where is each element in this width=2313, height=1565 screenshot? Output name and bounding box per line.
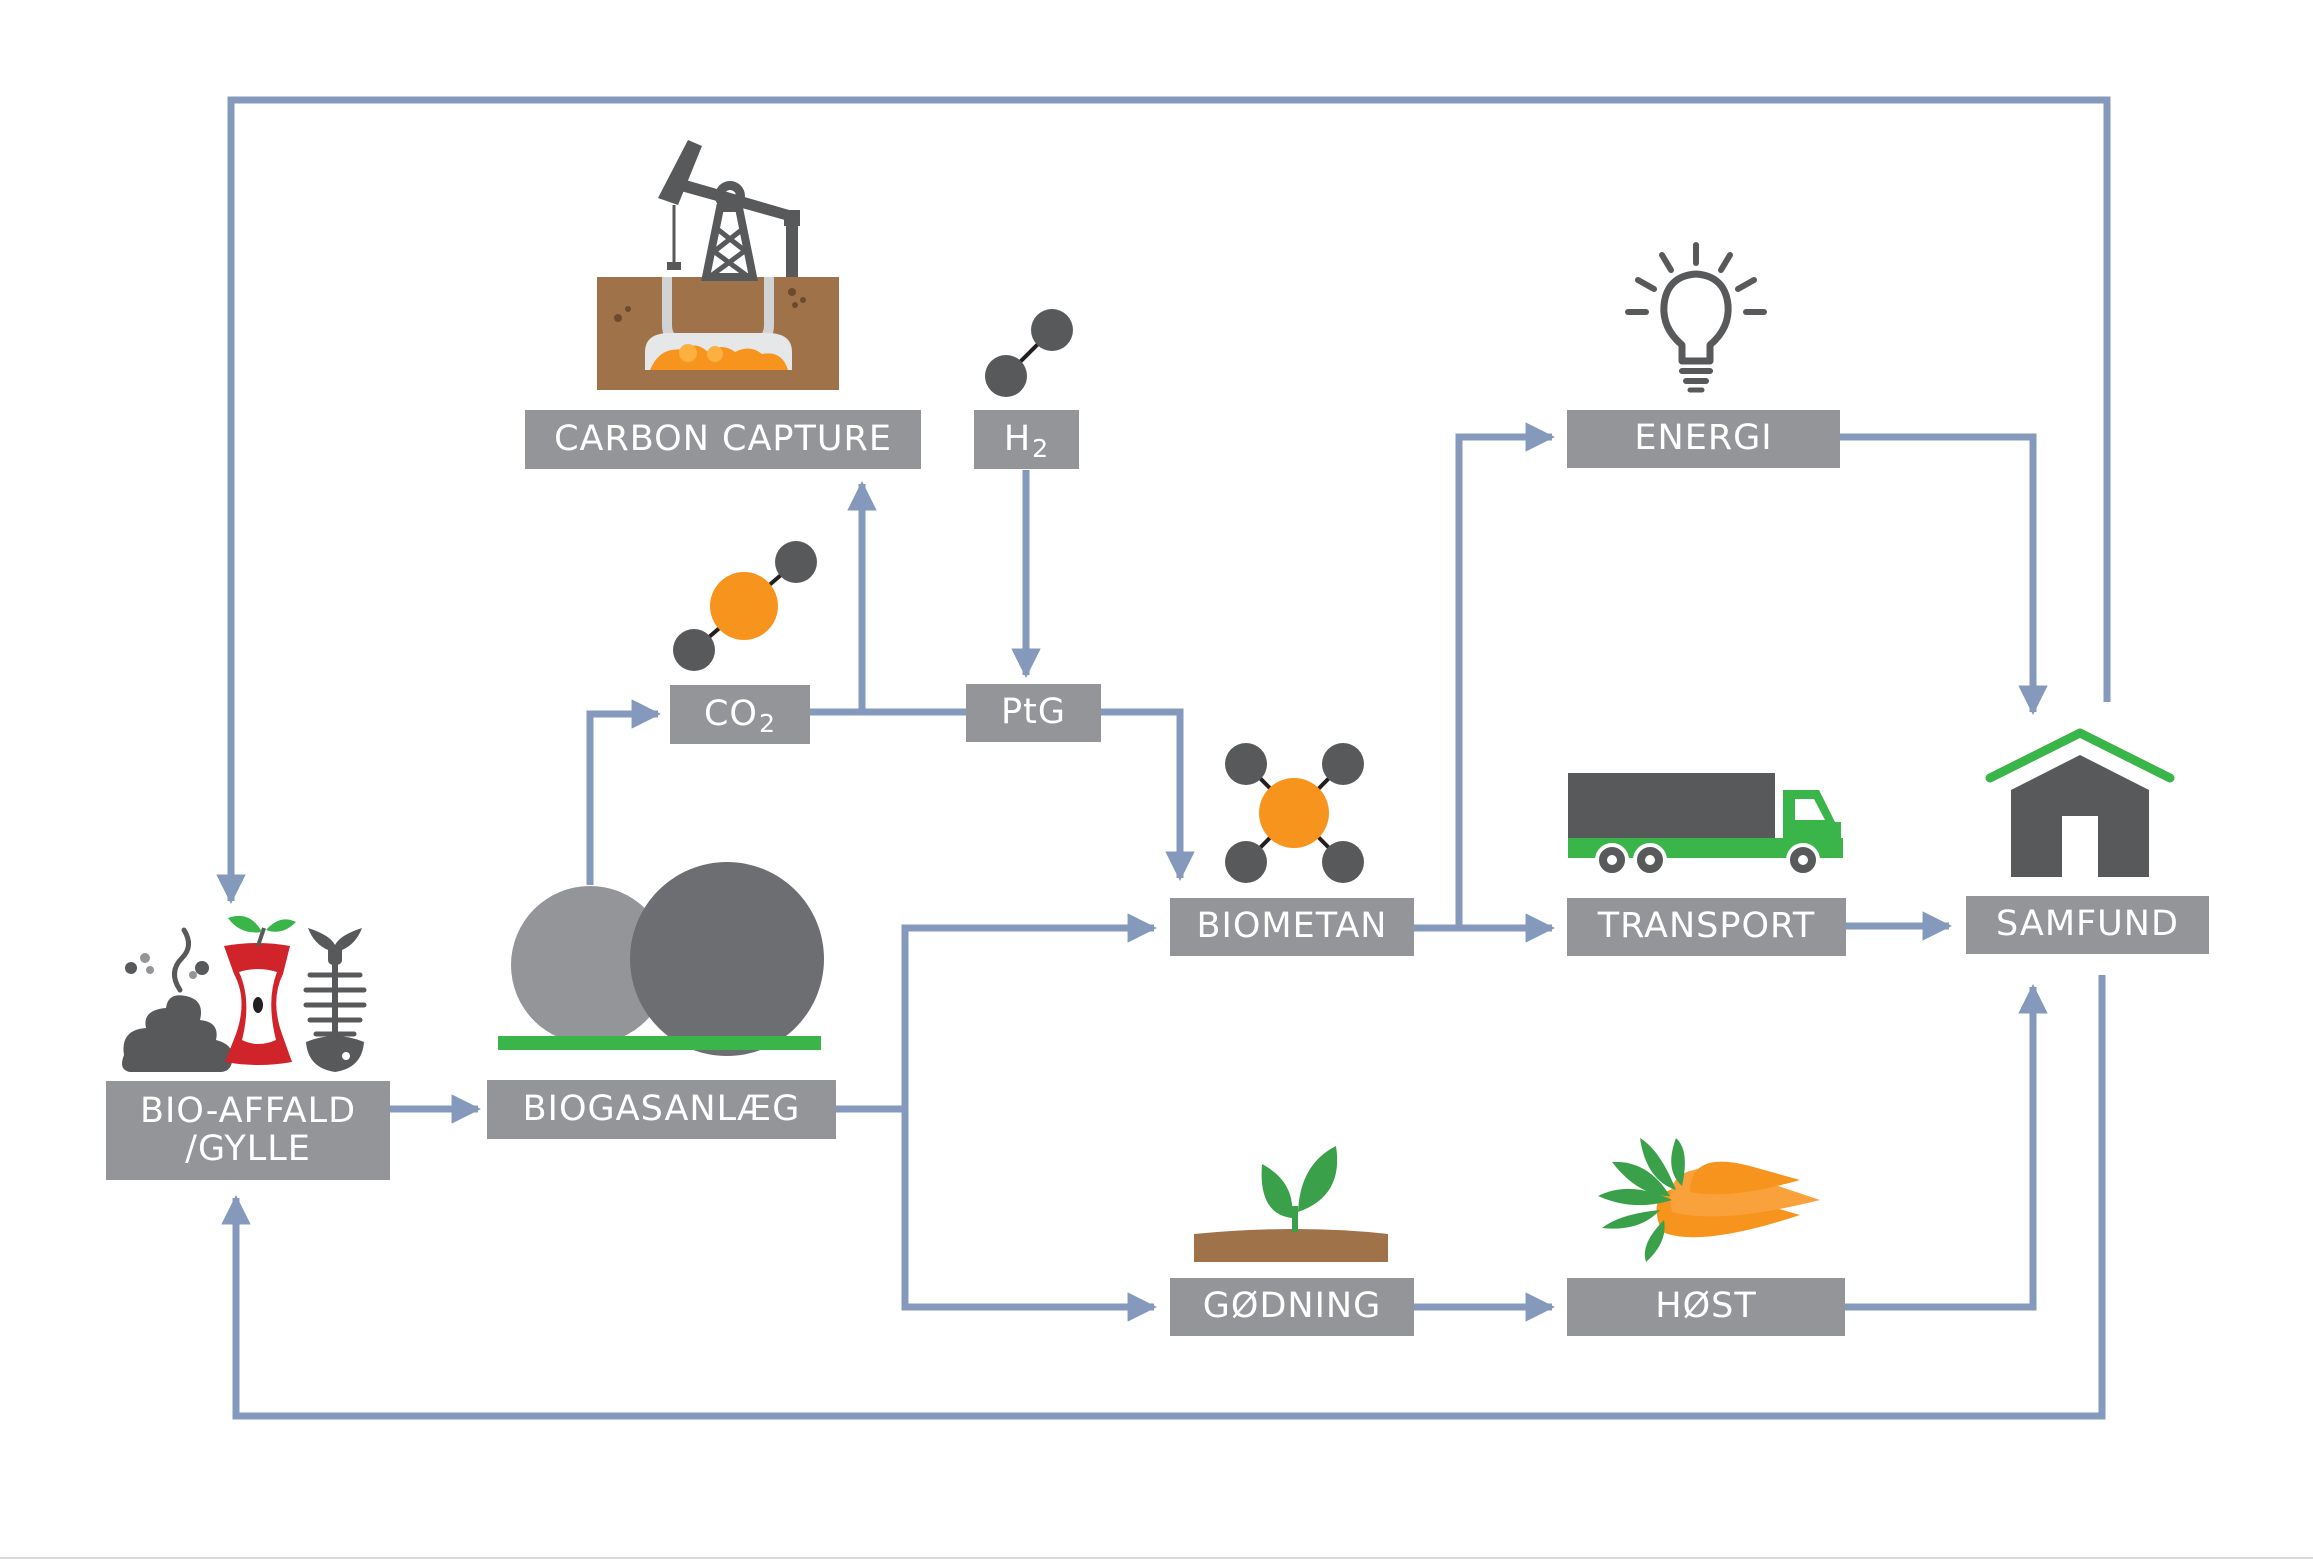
bio-affald-label-line1: BIO-AFFALD [139, 1090, 357, 1131]
host-box: HØST [1567, 1278, 1845, 1336]
bio-affald-label-line2: /GYLLE [185, 1128, 311, 1169]
biogasanlaeg-box: BIOGASANLÆG [487, 1080, 836, 1139]
truck-icon [1568, 773, 1843, 877]
arrow-host-to-samfund [1845, 984, 2048, 1311]
arrow-energi-to-samfund [1840, 433, 2048, 715]
arrow-to-biometan [901, 913, 1157, 1109]
energi-box: ENERGI [1567, 410, 1840, 468]
h2-label: H2 [1003, 418, 1049, 463]
transport-label: TRANSPORT [1597, 906, 1816, 947]
godning-box: GØDNING [1170, 1278, 1414, 1336]
co2-label-base: CO [703, 693, 758, 734]
oil-pump-icon [597, 140, 839, 390]
lightbulb-icon [1625, 242, 1767, 393]
h2-box: H2 [974, 410, 1079, 469]
host-label: HØST [1655, 1286, 1757, 1327]
carbon-capture-label: CARBON CAPTURE [554, 418, 892, 459]
methane-molecule-icon [1225, 743, 1364, 883]
biowaste-icon [122, 915, 367, 1072]
co2-label-subscript: 2 [758, 709, 777, 739]
arrow-ptg-to-biometan [1101, 708, 1195, 881]
energi-label: ENERGI [1634, 418, 1773, 459]
arrow-to-godning [901, 1109, 1157, 1322]
biogasanlaeg-label: BIOGASANLÆG [522, 1088, 801, 1129]
arrow-samfund-to-bioaffald-bottom [221, 975, 2106, 1420]
arrow-biogas-to-co2 [586, 699, 661, 885]
house-icon [1985, 728, 2175, 877]
h2-label-base: H [1003, 418, 1032, 459]
ptg-label: PtG [1001, 692, 1066, 733]
co2-molecule-icon [673, 541, 817, 671]
godning-label: GØDNING [1202, 1286, 1382, 1327]
arrow-biometan-to-energi [1455, 422, 1555, 928]
biogas-tanks-icon [498, 862, 824, 1056]
bottom-divider [0, 1557, 2313, 1559]
h2-label-subscript: 2 [1032, 434, 1050, 464]
sprout-icon [1194, 1146, 1388, 1262]
biometan-box: BIOMETAN [1170, 898, 1414, 956]
bio-affald-box: BIO-AFFALD /GYLLE [106, 1081, 390, 1180]
co2-box: CO2 [670, 685, 810, 744]
ptg-box: PtG [966, 684, 1101, 742]
h2-molecule-icon [985, 309, 1073, 397]
transport-box: TRANSPORT [1567, 898, 1846, 956]
biometan-label: BIOMETAN [1196, 906, 1388, 947]
samfund-box: SAMFUND [1966, 896, 2209, 954]
carrot-icon [1598, 1138, 1820, 1262]
samfund-label: SAMFUND [1996, 904, 2179, 945]
carbon-capture-box: CARBON CAPTURE [525, 410, 921, 469]
co2-label: CO2 [703, 693, 776, 738]
arrow-samfund-to-bioaffald-top [216, 96, 2111, 904]
connectors [216, 96, 2111, 1420]
